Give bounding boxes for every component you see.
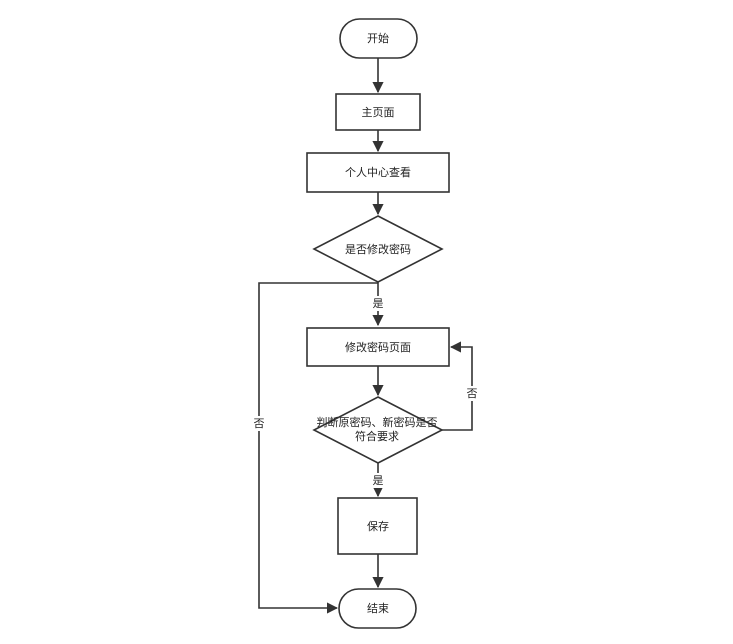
node-start-label: 开始 [367, 31, 389, 45]
edge-decision-no [258, 282, 378, 614]
node-end: 结束 [338, 588, 417, 629]
node-check-decision: 判断原密码、新密码是否 符合要求 [312, 396, 444, 464]
node-check-decision-label-line1: 判断原密码、新密码是否 [317, 415, 438, 429]
node-save: 保存 [337, 497, 418, 555]
node-profile-label: 个人中心查看 [345, 165, 411, 179]
node-main-page: 主页面 [335, 93, 421, 131]
label-check-no: 否 [467, 387, 478, 400]
node-change-page: 修改密码页面 [306, 327, 450, 367]
node-check-decision-label-line2: 符合要求 [355, 429, 399, 443]
node-save-label: 保存 [367, 519, 389, 533]
node-change-decision: 是否修改密码 [312, 215, 444, 283]
label-change-no: 否 [254, 417, 265, 430]
node-change-decision-label: 是否修改密码 [345, 242, 411, 256]
node-profile: 个人中心查看 [306, 152, 450, 193]
node-main-page-label: 主页面 [362, 106, 395, 119]
node-end-label: 结束 [367, 602, 389, 615]
label-check-yes: 是 [373, 474, 384, 487]
node-change-page-label: 修改密码页面 [345, 340, 411, 354]
label-change-yes: 是 [373, 297, 384, 310]
node-start: 开始 [339, 18, 418, 59]
